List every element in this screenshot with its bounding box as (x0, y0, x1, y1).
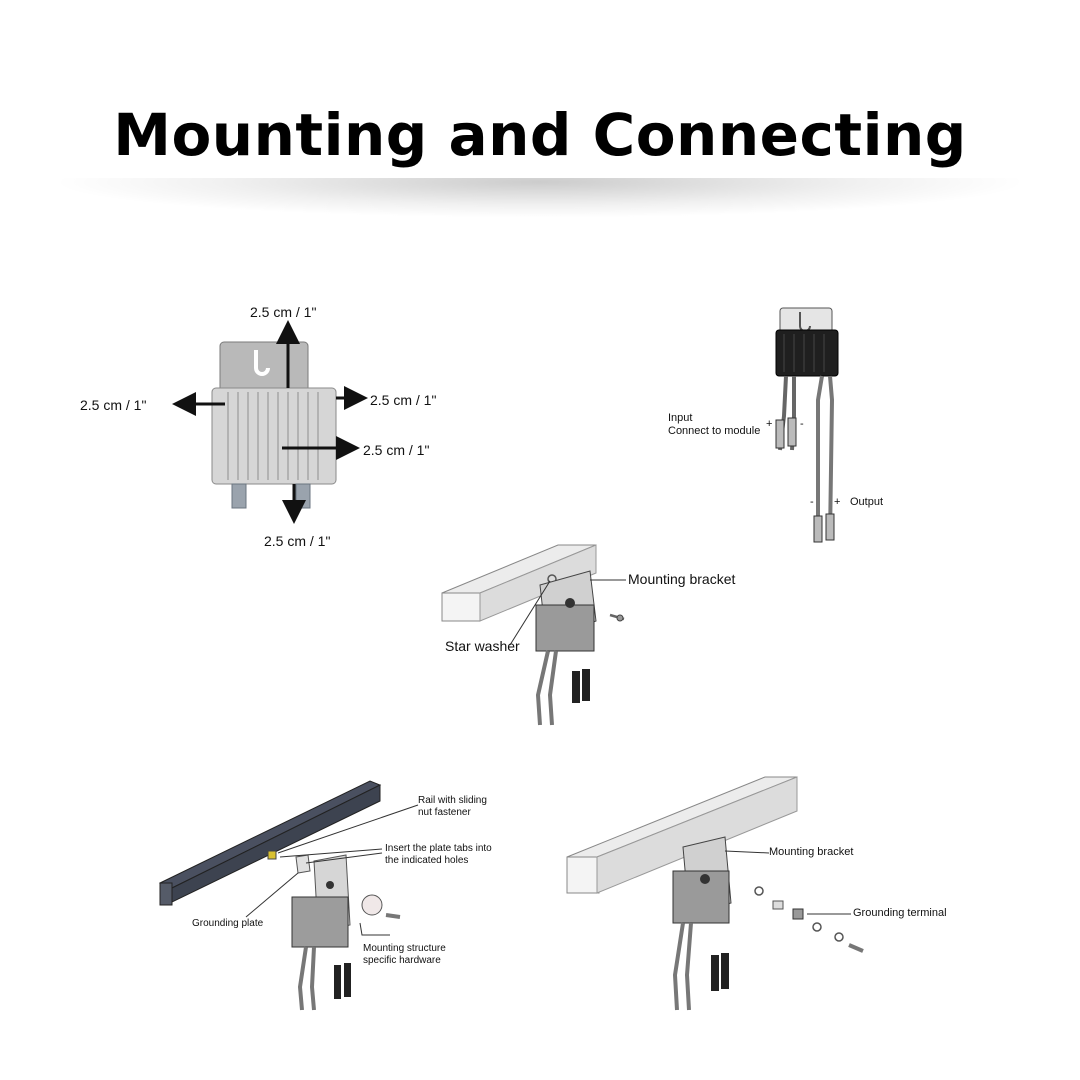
washer (812, 922, 822, 932)
bolt (616, 614, 624, 622)
rail-end (566, 856, 600, 894)
title-shadow-divider (50, 178, 1030, 218)
clearance-diagram: 2.5 cm / 1" 2.5 cm / 1" 2.5 cm / 1" 2.5 … (60, 290, 460, 560)
front-clearance-label: 2.5 cm / 1" (363, 442, 430, 458)
sliding-nut (267, 850, 277, 860)
optimizer-io-drawing (775, 307, 839, 543)
grounding-plate-mount-drawing (158, 780, 419, 1011)
grounding-terminal-mount-diagram: Mounting bracket Grounding terminal (565, 775, 965, 1015)
output-plus-connector (825, 513, 835, 541)
hardware-label-line2: specific hardware (363, 955, 441, 966)
star-washer-mount-diagram: Mounting bracket Star washer (440, 544, 750, 730)
connector (582, 669, 590, 701)
optimizer-io-diagram: Input Connect to module + - - + Output (650, 300, 910, 560)
bolt (848, 943, 864, 953)
rail-label-line1: Rail with sliding (418, 795, 487, 806)
optimizer-box (775, 329, 839, 377)
input-minus-connector (787, 417, 797, 447)
plate-tabs-label-line2: the indicated holes (385, 855, 469, 866)
connector (572, 671, 580, 703)
output-minus-sign: - (810, 496, 814, 508)
mounting-bracket-label: Mounting bracket (628, 571, 736, 587)
star-washer-mount-drawing (441, 544, 626, 726)
output-plus-sign: + (834, 496, 841, 508)
input-connect-label: Connect to module (668, 425, 761, 437)
hardware-label-line1: Mounting structure (363, 943, 446, 954)
input-minus-sign: - (800, 418, 804, 430)
input-label: Input (668, 412, 693, 424)
clearance-drawing (172, 320, 368, 524)
left-clearance-label: 2.5 cm / 1" (80, 397, 147, 413)
grounding-terminal (792, 908, 804, 920)
mounting-bracket-label: Mounting bracket (769, 846, 854, 858)
output-label: Output (850, 496, 884, 508)
grounding-terminal-mount-drawing (566, 776, 864, 1011)
washer (834, 932, 844, 942)
grounding-plate-mount-diagram: Rail with sliding nut fastener Insert th… (158, 775, 510, 1015)
bottom-clearance-label: 2.5 cm / 1" (264, 533, 331, 549)
rail-end (441, 592, 481, 622)
connector (344, 963, 351, 997)
right-clearance-label: 2.5 cm / 1" (370, 392, 437, 408)
input-plus-sign: + (766, 418, 773, 430)
output-minus-connector (813, 515, 823, 543)
rail-label-line2: nut fastener (418, 807, 471, 818)
top-clearance-label: 2.5 cm / 1" (250, 304, 317, 320)
grounding-terminal-label: Grounding terminal (853, 907, 947, 919)
input-plus-connector (775, 419, 785, 449)
connector (711, 955, 719, 991)
plate-tabs-label-line1: Insert the plate tabs into (385, 843, 492, 854)
grounding-plate (295, 854, 311, 874)
page-title: Mounting and Connecting (113, 100, 967, 169)
bolt (385, 913, 401, 919)
optimizer-body (535, 604, 595, 652)
connector (334, 965, 341, 999)
grounding-plate-label: Grounding plate (192, 918, 264, 929)
washer (754, 886, 764, 896)
connector (721, 953, 729, 989)
washer (361, 894, 383, 916)
optimizer-body (291, 896, 349, 948)
star-washer-label: Star washer (445, 638, 520, 654)
nut (772, 900, 784, 910)
